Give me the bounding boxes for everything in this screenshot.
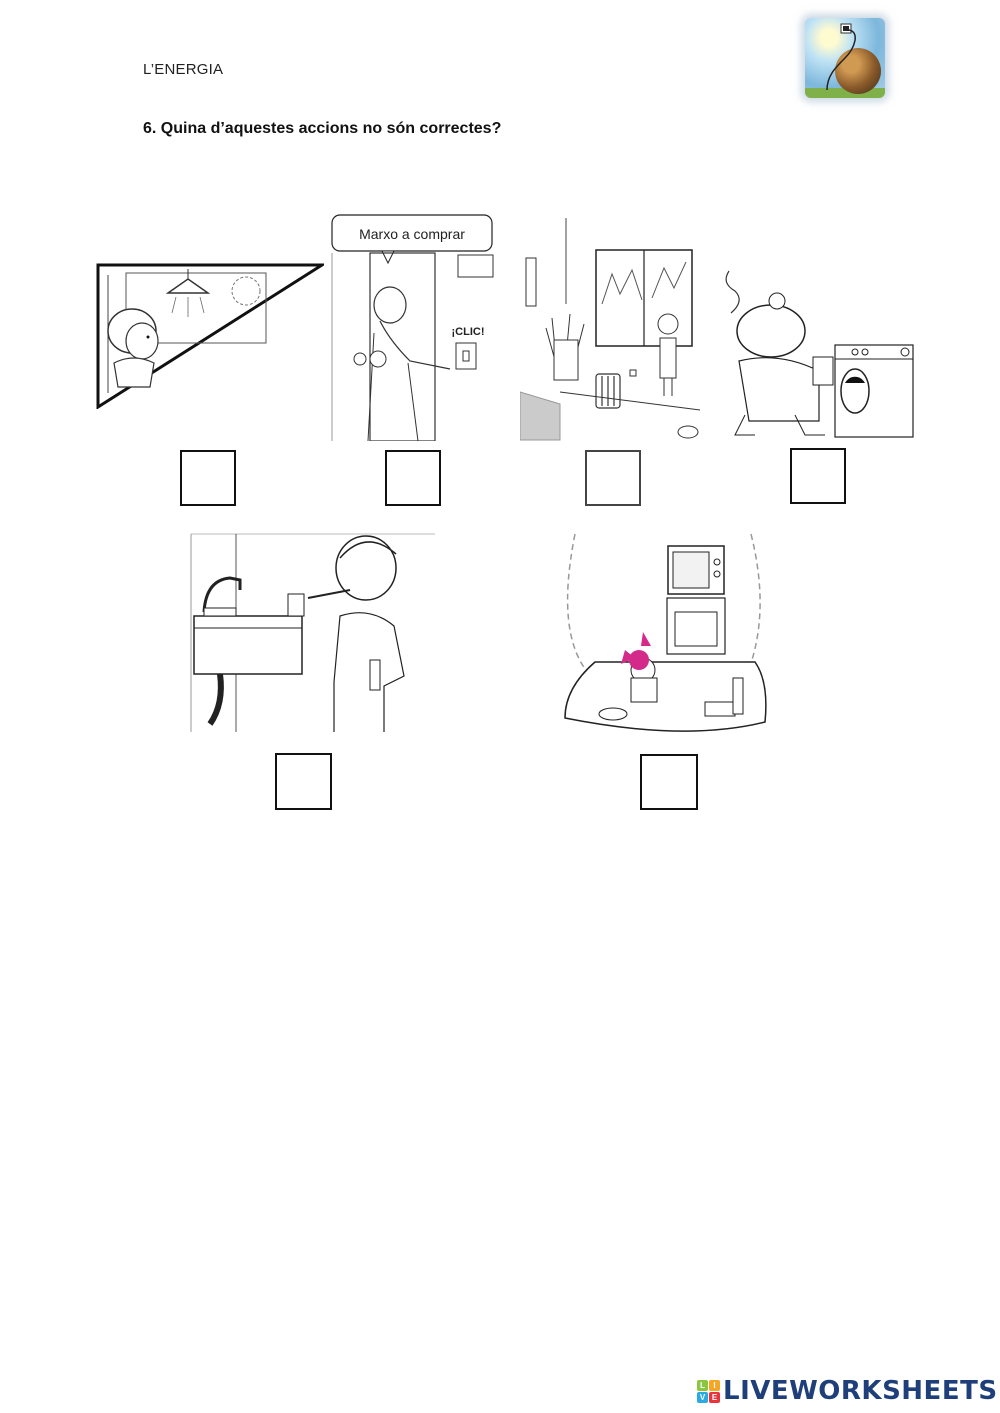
logo-letter-i: I (709, 1379, 720, 1391)
grass-decoration (805, 88, 885, 98)
logo-letter-v: V (697, 1391, 708, 1403)
liveworksheets-brand[interactable]: L I V E LIVEWORKSHEETS (697, 1378, 998, 1404)
worksheet-title: L’ENERGIA (143, 61, 224, 78)
click-sound-text: ¡CLIC! (452, 326, 485, 338)
scene-girl-leaving: Marxo a comprar ¡CLIC! (330, 213, 495, 441)
speech-bubble-text: Marxo a comprar (359, 226, 465, 242)
answer-checkbox-5[interactable] (275, 753, 332, 810)
logo-letter-e: E (709, 1391, 720, 1403)
liveworksheets-logo-icon: L I V E (697, 1379, 720, 1403)
answer-checkbox-4[interactable] (790, 448, 846, 504)
earth-globe (835, 48, 881, 94)
answer-checkbox-1[interactable] (180, 450, 236, 506)
answer-checkbox-3[interactable] (585, 450, 641, 506)
answer-checkbox-2[interactable] (385, 450, 441, 506)
scene-brushing-teeth (190, 532, 435, 732)
scene-sleeping-tv (555, 532, 770, 742)
question-prompt: 6. Quina d’aquestes accions no són corre… (143, 120, 502, 137)
energy-earth-plug-icon (805, 18, 885, 98)
answer-checkbox-6[interactable] (640, 754, 698, 810)
scene-window-heater (520, 214, 700, 442)
scene-washing-machine (715, 265, 915, 443)
plug-cable-icon (826, 23, 856, 91)
logo-letter-l: L (697, 1379, 708, 1391)
brand-name: LIVEWORKSHEETS (723, 1376, 998, 1406)
scene-child-lamp (96, 263, 324, 409)
